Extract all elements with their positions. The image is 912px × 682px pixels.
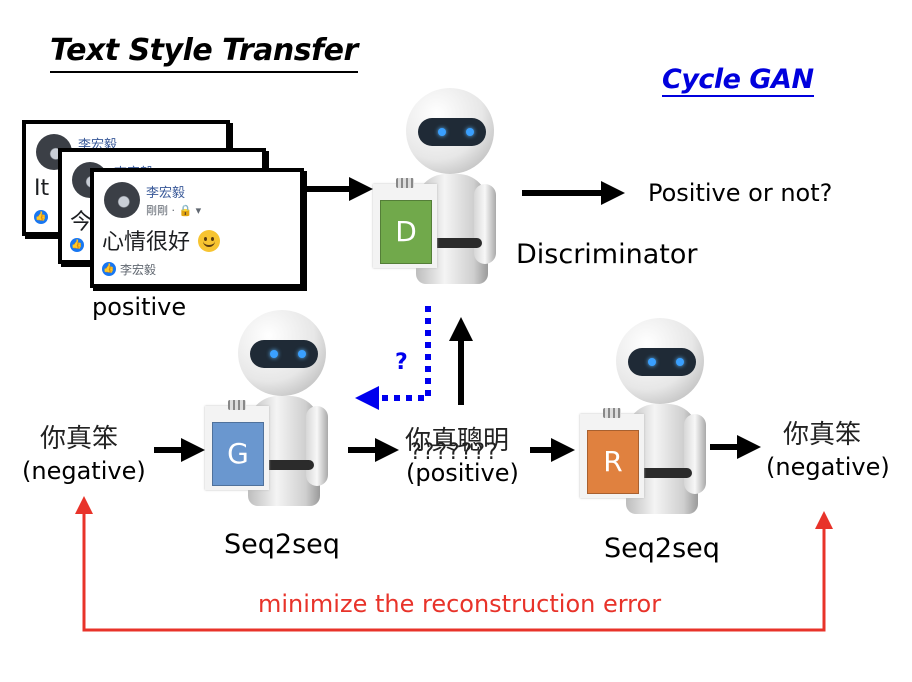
cycle-gan-link[interactable]: Cycle GAN <box>662 64 814 98</box>
robot-eye <box>648 358 656 366</box>
like-icon: 👍 <box>102 262 116 276</box>
question-mark: ? <box>395 350 408 375</box>
like-icon: 👍 <box>34 210 48 224</box>
middle-garbled-text: ??????? <box>410 440 499 465</box>
robot-belt <box>422 238 482 248</box>
post-text: It i <box>34 176 63 201</box>
robot-eye <box>466 128 474 136</box>
post-meta: 剛剛 · 🔒 ▾ <box>146 204 202 217</box>
reconstructor-caption: Seq2seq <box>604 533 720 564</box>
like-icon: 👍 <box>70 238 84 252</box>
reconstructor-plate: R <box>587 430 639 494</box>
robot-belt <box>632 468 692 478</box>
robot-belt <box>254 460 314 470</box>
clip-icon <box>396 178 414 188</box>
positive-label: positive <box>92 293 187 321</box>
post-text: 心情很好 <box>102 230 191 255</box>
slide-title: Text Style Transfer <box>50 33 358 73</box>
reconstruction-loop-arrow <box>75 496 826 632</box>
reconstruction-label: minimize the reconstruction error <box>258 590 662 618</box>
clip-icon <box>228 400 246 410</box>
discriminator-plate: D <box>380 200 432 264</box>
reconstructor-sign: R <box>580 408 644 498</box>
clip-icon <box>603 408 621 418</box>
generator-sign: G <box>205 400 269 490</box>
poster-name: 李宏毅 <box>146 186 186 201</box>
discriminator-caption: Discriminator <box>516 239 698 270</box>
middle-sentiment: (positive) <box>406 459 519 487</box>
robot-eye <box>270 350 278 358</box>
discriminator-output-label: Positive or not? <box>648 179 833 207</box>
discriminator-sign: D <box>373 178 437 268</box>
robot-eye <box>438 128 446 136</box>
robot-visor <box>250 340 318 368</box>
output-sentiment: (negative) <box>766 453 890 481</box>
post-text-wrap: 心情很好 <box>102 224 221 256</box>
liker-name: 李宏毅 <box>120 263 157 277</box>
middle-sentence: 你真聰明 <box>405 426 510 456</box>
arrow-discriminator-feedback <box>355 306 431 410</box>
smiley-emoji-icon <box>198 230 221 252</box>
output-sentence: 你真笨 <box>783 420 862 450</box>
generator-caption: Seq2seq <box>224 529 340 560</box>
input-sentiment: (negative) <box>22 457 146 485</box>
generator-plate: G <box>212 422 264 486</box>
fb-post-card-front: 李宏毅 剛剛 · 🔒 ▾ 心情很好 👍 李宏毅 <box>90 168 304 288</box>
input-sentence: 你真笨 <box>40 424 119 454</box>
robot-visor <box>628 348 696 376</box>
robot-eye <box>676 358 684 366</box>
robot-visor <box>418 118 486 146</box>
robot-eye <box>298 350 306 358</box>
avatar <box>104 182 140 218</box>
post-text: 今 <box>70 210 93 235</box>
